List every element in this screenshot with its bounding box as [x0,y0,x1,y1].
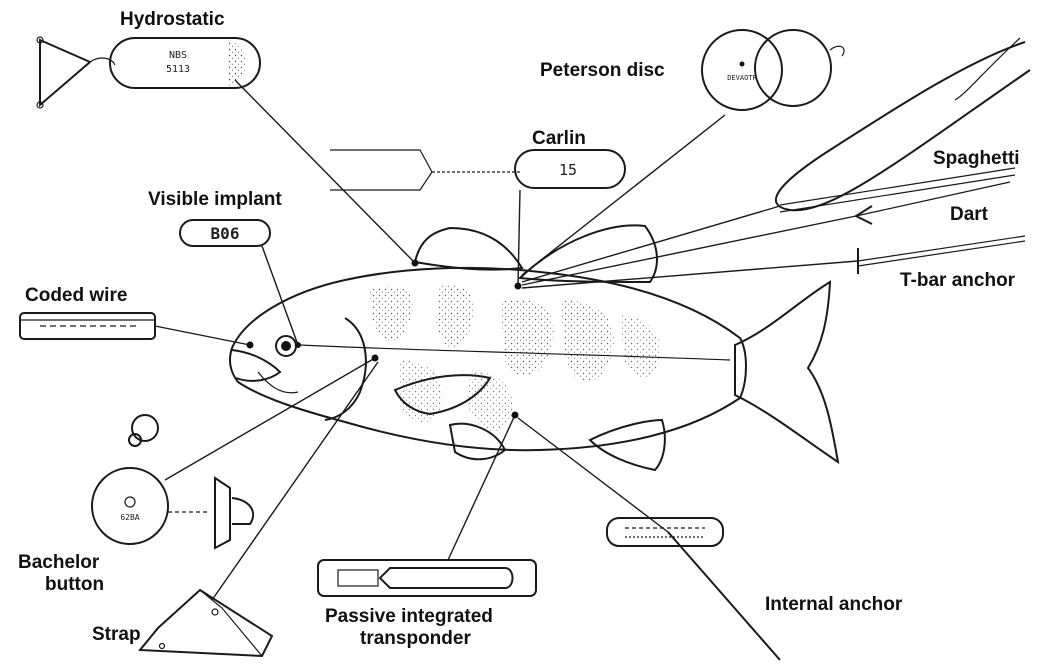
pit-tag-drawing [318,560,536,596]
dorsal-insertion-point [515,283,522,290]
hydrostatic-insertion-point [412,260,419,267]
visible-implant-tag-drawing: B06 [180,220,270,246]
label-carlin: Carlin [532,128,586,149]
label-pit-line1: Passive integrated [325,606,493,627]
internal-anchor-drawing [607,518,780,660]
fish-illustration [230,225,838,470]
hydrostatic-tag-text-1: NBS [169,50,187,61]
label-t-bar-anchor: T-bar anchor [900,270,1016,291]
label-peterson-disc: Peterson disc [540,60,665,81]
label-dart: Dart [950,204,989,225]
bachelor-button-drawing: 62BA [92,415,253,548]
carlin-tag-drawing: 15 [330,150,625,190]
peterson-disc-text: DEVAOTR [727,74,757,82]
label-strap: Strap [92,624,141,645]
label-internal-anchor: Internal anchor [765,594,903,615]
label-bachelor-button-line1: Bachelor [18,552,100,573]
coded-wire-tag-drawing [20,313,155,339]
visible-implant-insertion-point [295,342,301,348]
carlin-tag-number: 15 [559,161,577,179]
label-pit-line2: transponder [360,628,471,649]
label-spaghetti: Spaghetti [933,148,1020,169]
t-bar-anchor-tag-drawing [858,236,1025,274]
peterson-disc-drawing: DEVAOTR [702,30,844,110]
label-coded-wire: Coded wire [25,285,127,306]
visible-implant-code: B06 [211,224,240,243]
hydrostatic-tag-drawing: NBS 5113 [37,37,260,108]
hydrostatic-tag-text-2: 5113 [166,64,190,75]
opercle-insertion-point [372,355,379,362]
body-cavity-insertion-point [512,412,519,419]
label-bachelor-button-line2: button [45,574,104,595]
bachelor-button-text: 62BA [120,513,139,522]
label-visible-implant: Visible implant [148,189,282,210]
coded-wire-insertion-point [247,342,254,349]
strap-tag-drawing [140,590,272,656]
label-hydrostatic: Hydrostatic [120,9,225,30]
